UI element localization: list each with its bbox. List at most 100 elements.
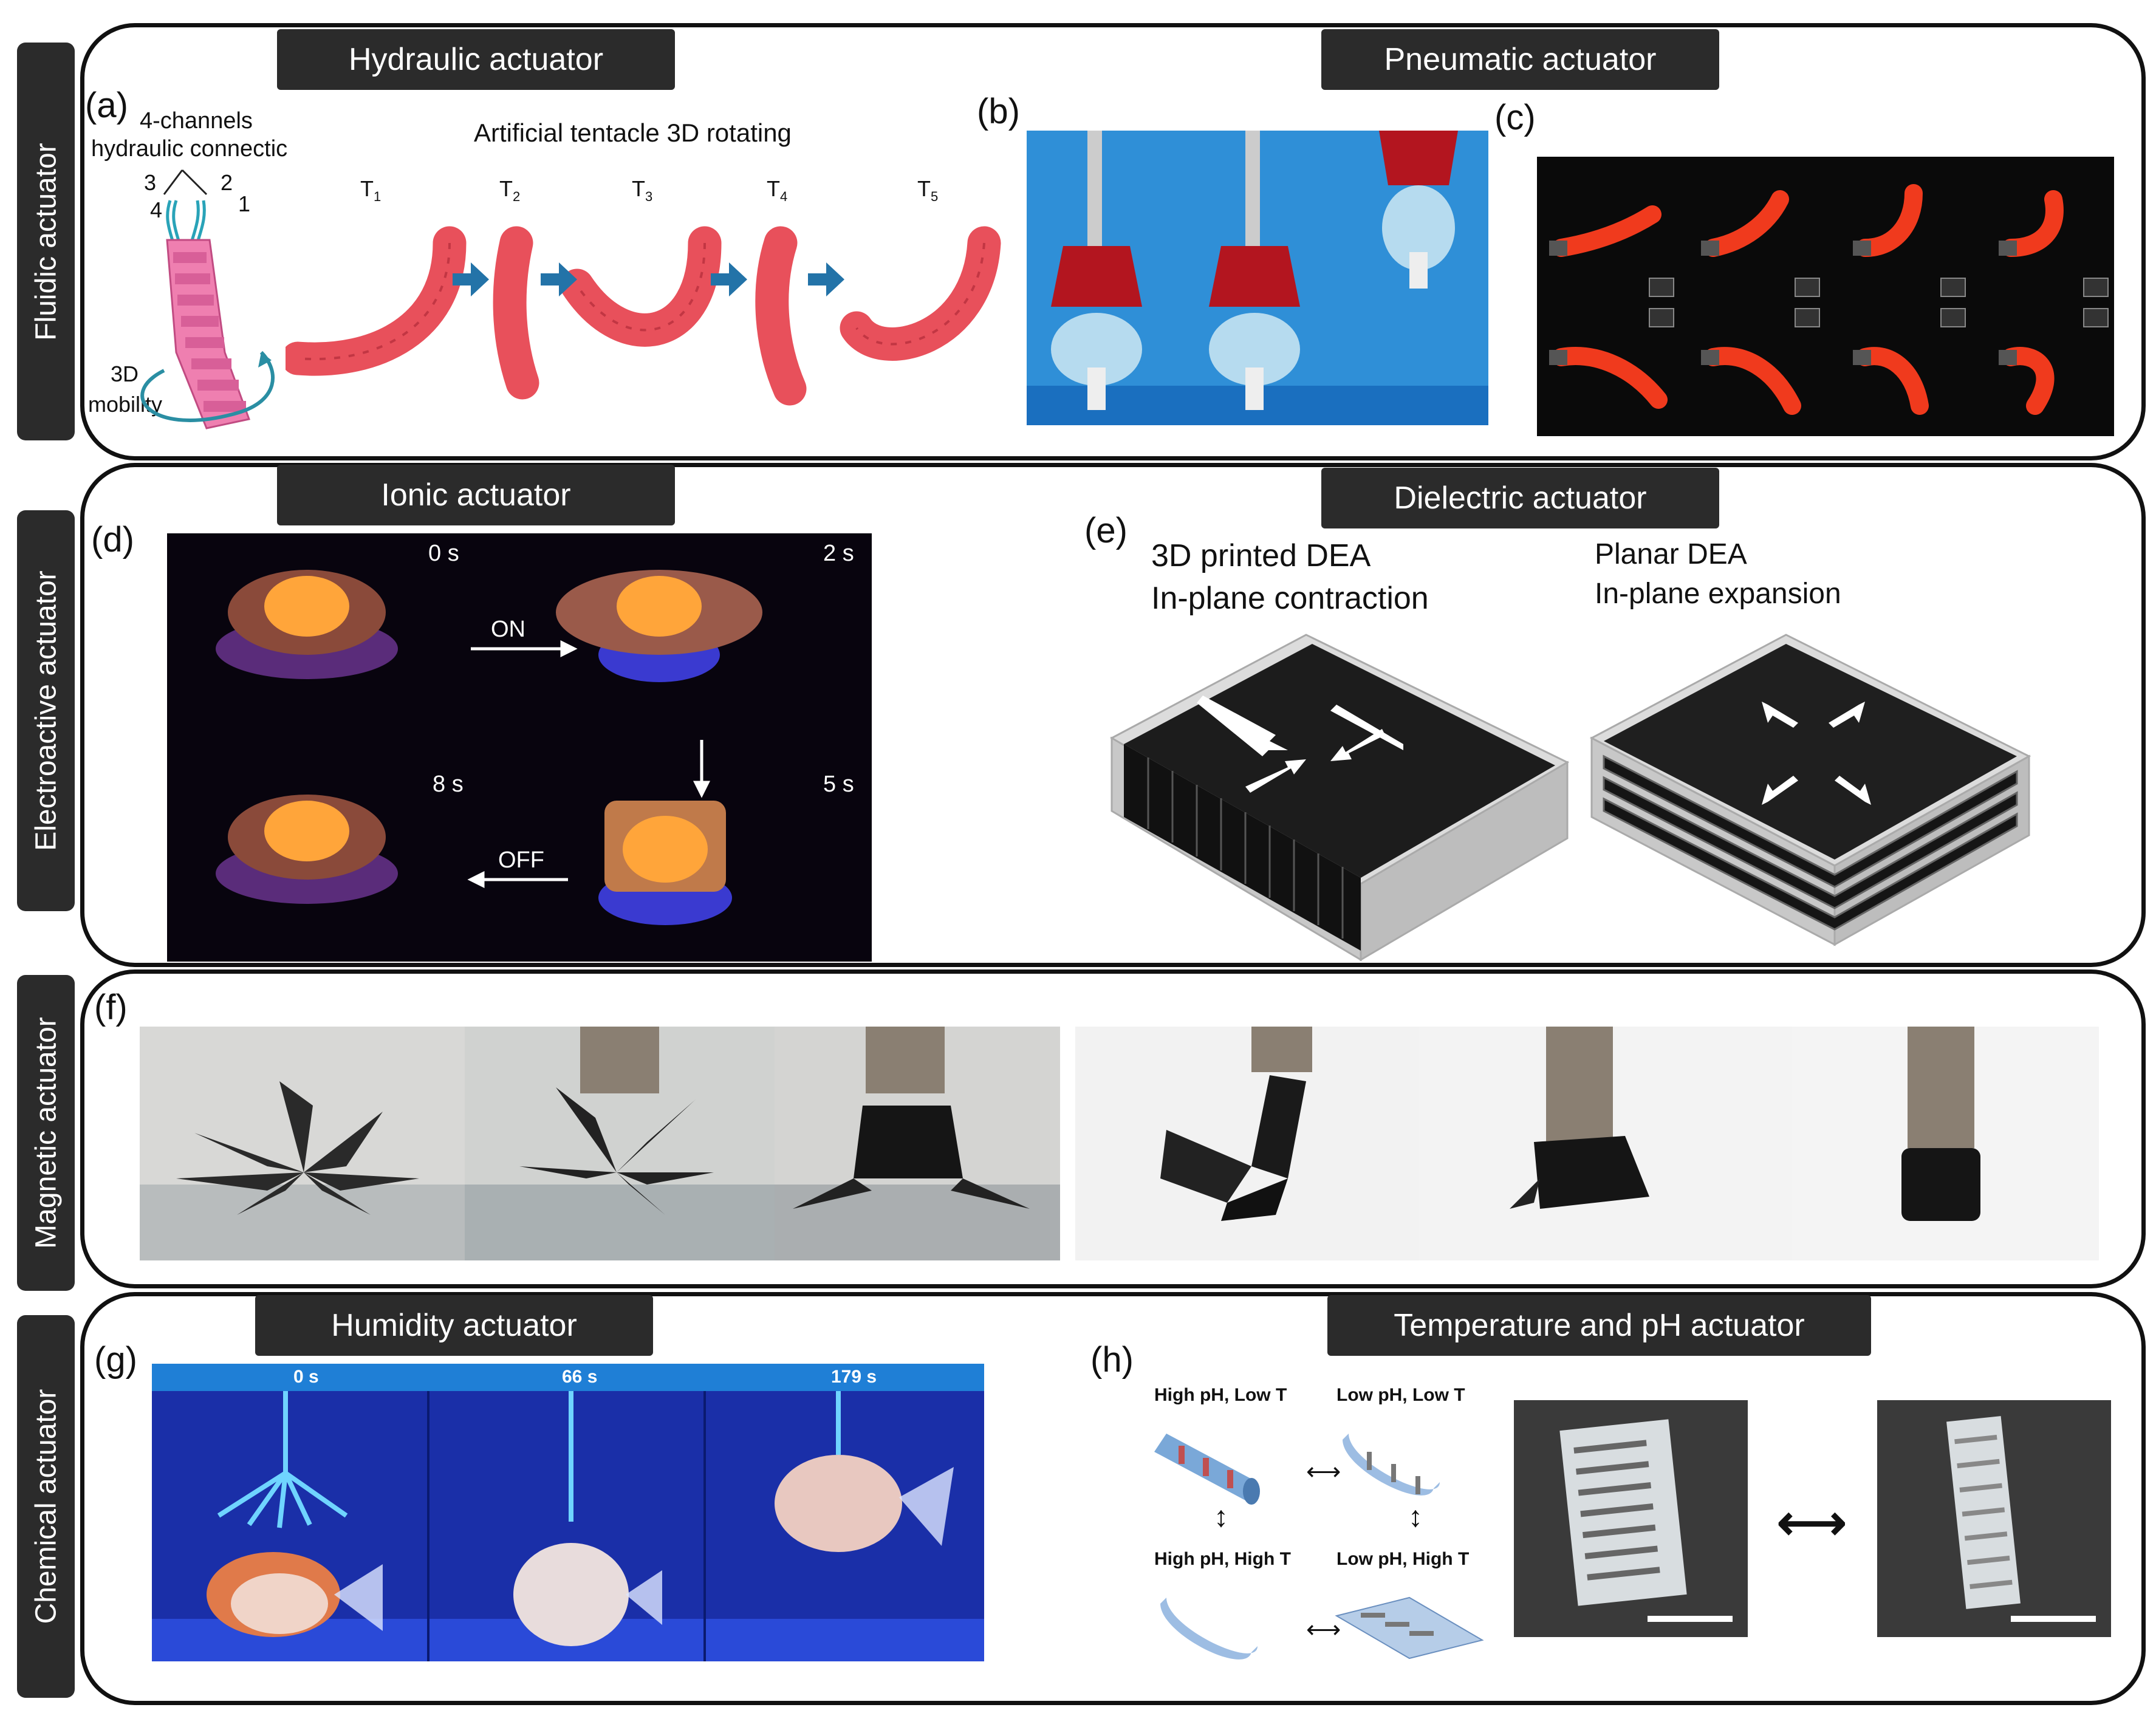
a-tentacle-t2 xyxy=(493,226,539,400)
h-arrow-right: ↕ xyxy=(1408,1501,1423,1533)
a-ch3: 3 xyxy=(144,170,157,195)
category-magnetic-label: Magnetic actuator xyxy=(30,1017,62,1249)
label-d: (d) xyxy=(91,520,134,559)
e-left-line2: In-plane contraction xyxy=(1151,581,1429,616)
frame-chemical xyxy=(80,1292,2146,1705)
label-f: (f) xyxy=(94,988,128,1027)
title-hydraulic: Hydraulic actuator xyxy=(277,29,675,90)
h-arrow-left: ↕ xyxy=(1214,1501,1228,1533)
h-tube-closed xyxy=(1154,1434,1260,1505)
a-t1: T1 xyxy=(360,176,382,205)
category-fluidic-label: Fluidic actuator xyxy=(30,142,62,341)
b-gripper-photo xyxy=(1027,131,1488,425)
label-g: (g) xyxy=(94,1340,137,1380)
a-sequence-arrows xyxy=(453,262,844,296)
a-mobility-line2: mobility xyxy=(88,392,163,417)
a-tentacle-illustration xyxy=(140,169,275,429)
h-low-ph-high-t: Low pH, High T xyxy=(1336,1549,1470,1569)
f-flower-photo-1 xyxy=(140,1027,465,1260)
h-strip-photo-2 xyxy=(1877,1400,2111,1637)
a-t2: T2 xyxy=(499,176,521,205)
h-shape-diagram xyxy=(1154,1434,1484,1660)
a-ch1: 1 xyxy=(238,191,251,216)
frame-fluidic xyxy=(80,23,2146,460)
d-time-0s: 0 s xyxy=(428,541,459,566)
f-flower-photo-2 xyxy=(465,1027,775,1260)
b-gripper-2 xyxy=(1209,131,1300,410)
g-time-66s: 66 s xyxy=(562,1367,598,1387)
title-temp-ph: Temperature and pH actuator xyxy=(1327,1295,1871,1356)
e-dea-planar xyxy=(1589,634,2031,946)
a-heading: Artificial tentacle 3D rotating xyxy=(474,118,792,147)
label-b: (b) xyxy=(977,92,1020,131)
a-pink-tentacle xyxy=(166,239,250,429)
frame-magnetic xyxy=(80,969,2146,1288)
b-gripper-1 xyxy=(1051,131,1142,410)
d-on-label: ON xyxy=(491,617,525,642)
label-h: (h) xyxy=(1090,1340,1134,1380)
g-time-179s: 179 s xyxy=(831,1367,877,1387)
category-electroactive: Electroactive actuator xyxy=(17,510,75,911)
h-sheet-flat xyxy=(1335,1596,1484,1660)
a-tentacle-t4 xyxy=(755,226,807,406)
category-electroactive-label: Electroactive actuator xyxy=(30,570,62,851)
e-right-line1: Planar DEA xyxy=(1595,538,1747,570)
title-ionic: Ionic actuator xyxy=(277,465,675,525)
e-left-line1: 3D printed DEA xyxy=(1151,538,1371,573)
d-flower-2s xyxy=(556,570,762,682)
g-gripper-open xyxy=(217,1391,348,1528)
h-arrow-bottom: ⟷ xyxy=(1306,1616,1341,1643)
category-magnetic: Magnetic actuator xyxy=(17,975,75,1291)
d-flower-0s xyxy=(216,570,398,679)
h-low-ph-low-t: Low pH, Low T xyxy=(1336,1385,1465,1405)
a-tentacle-t1 xyxy=(286,226,467,376)
c-crawler-photo xyxy=(1537,157,2114,436)
label-c: (c) xyxy=(1494,98,1536,137)
d-flower-8s xyxy=(216,795,398,904)
g-fish-photo xyxy=(152,1364,984,1661)
h-tube-open-left xyxy=(1160,1598,1258,1660)
h-strip-photo-1 xyxy=(1514,1400,1748,1637)
b-gripper-3 xyxy=(1379,131,1458,289)
a-connector-lines xyxy=(163,169,208,196)
f-folding-photo-3 xyxy=(1792,1027,2099,1260)
d-off-label: OFF xyxy=(498,847,544,873)
e-right-line2: In-plane expansion xyxy=(1595,578,1841,610)
a-tentacle-t3 xyxy=(560,226,722,347)
h-arrow-top: ⟷ xyxy=(1306,1458,1341,1485)
g-gripper-closing xyxy=(513,1391,662,1646)
a-t3: T3 xyxy=(632,176,653,205)
h-high-ph-high-t: High pH, High T xyxy=(1154,1549,1291,1569)
a-tentacle-t5 xyxy=(840,226,1001,361)
g-gripper-lifted xyxy=(775,1391,954,1552)
f-folding-photo-1 xyxy=(1075,1027,1419,1260)
a-ch4: 4 xyxy=(150,197,163,222)
d-time-2s: 2 s xyxy=(823,541,854,566)
h-tube-half xyxy=(1343,1434,1440,1496)
d-time-8s: 8 s xyxy=(433,771,464,797)
category-fluidic: Fluidic actuator xyxy=(17,43,75,440)
label-e: (e) xyxy=(1084,511,1128,550)
a-channels-line1: 4-channels xyxy=(140,108,253,134)
e-dea-3d-printed xyxy=(1109,634,1570,962)
a-t5: T5 xyxy=(917,176,939,205)
frame-electroactive xyxy=(80,463,2146,967)
title-humidity: Humidity actuator xyxy=(255,1295,653,1356)
h-high-ph-low-t: High pH, Low T xyxy=(1154,1385,1287,1405)
g-time-0s: 0 s xyxy=(293,1367,319,1387)
d-ionic-photo xyxy=(167,533,872,962)
h-big-arrow: ⟷ xyxy=(1777,1496,1847,1550)
f-flower-photo-3 xyxy=(775,1027,1060,1260)
title-pneumatic: Pneumatic actuator xyxy=(1321,29,1719,90)
category-chemical-label: Chemical actuator xyxy=(30,1389,62,1624)
a-t4: T4 xyxy=(767,176,788,205)
d-flower-5s xyxy=(598,801,732,925)
a-ch2: 2 xyxy=(221,170,233,195)
label-a: (a) xyxy=(85,86,128,125)
a-mobility-line1: 3D xyxy=(111,361,139,386)
title-dielectric: Dielectric actuator xyxy=(1321,468,1719,528)
category-chemical: Chemical actuator xyxy=(17,1315,75,1698)
d-time-5s: 5 s xyxy=(823,771,854,797)
f-folding-photo-2 xyxy=(1419,1027,1792,1260)
a-tentacle-sequence xyxy=(286,226,1001,406)
